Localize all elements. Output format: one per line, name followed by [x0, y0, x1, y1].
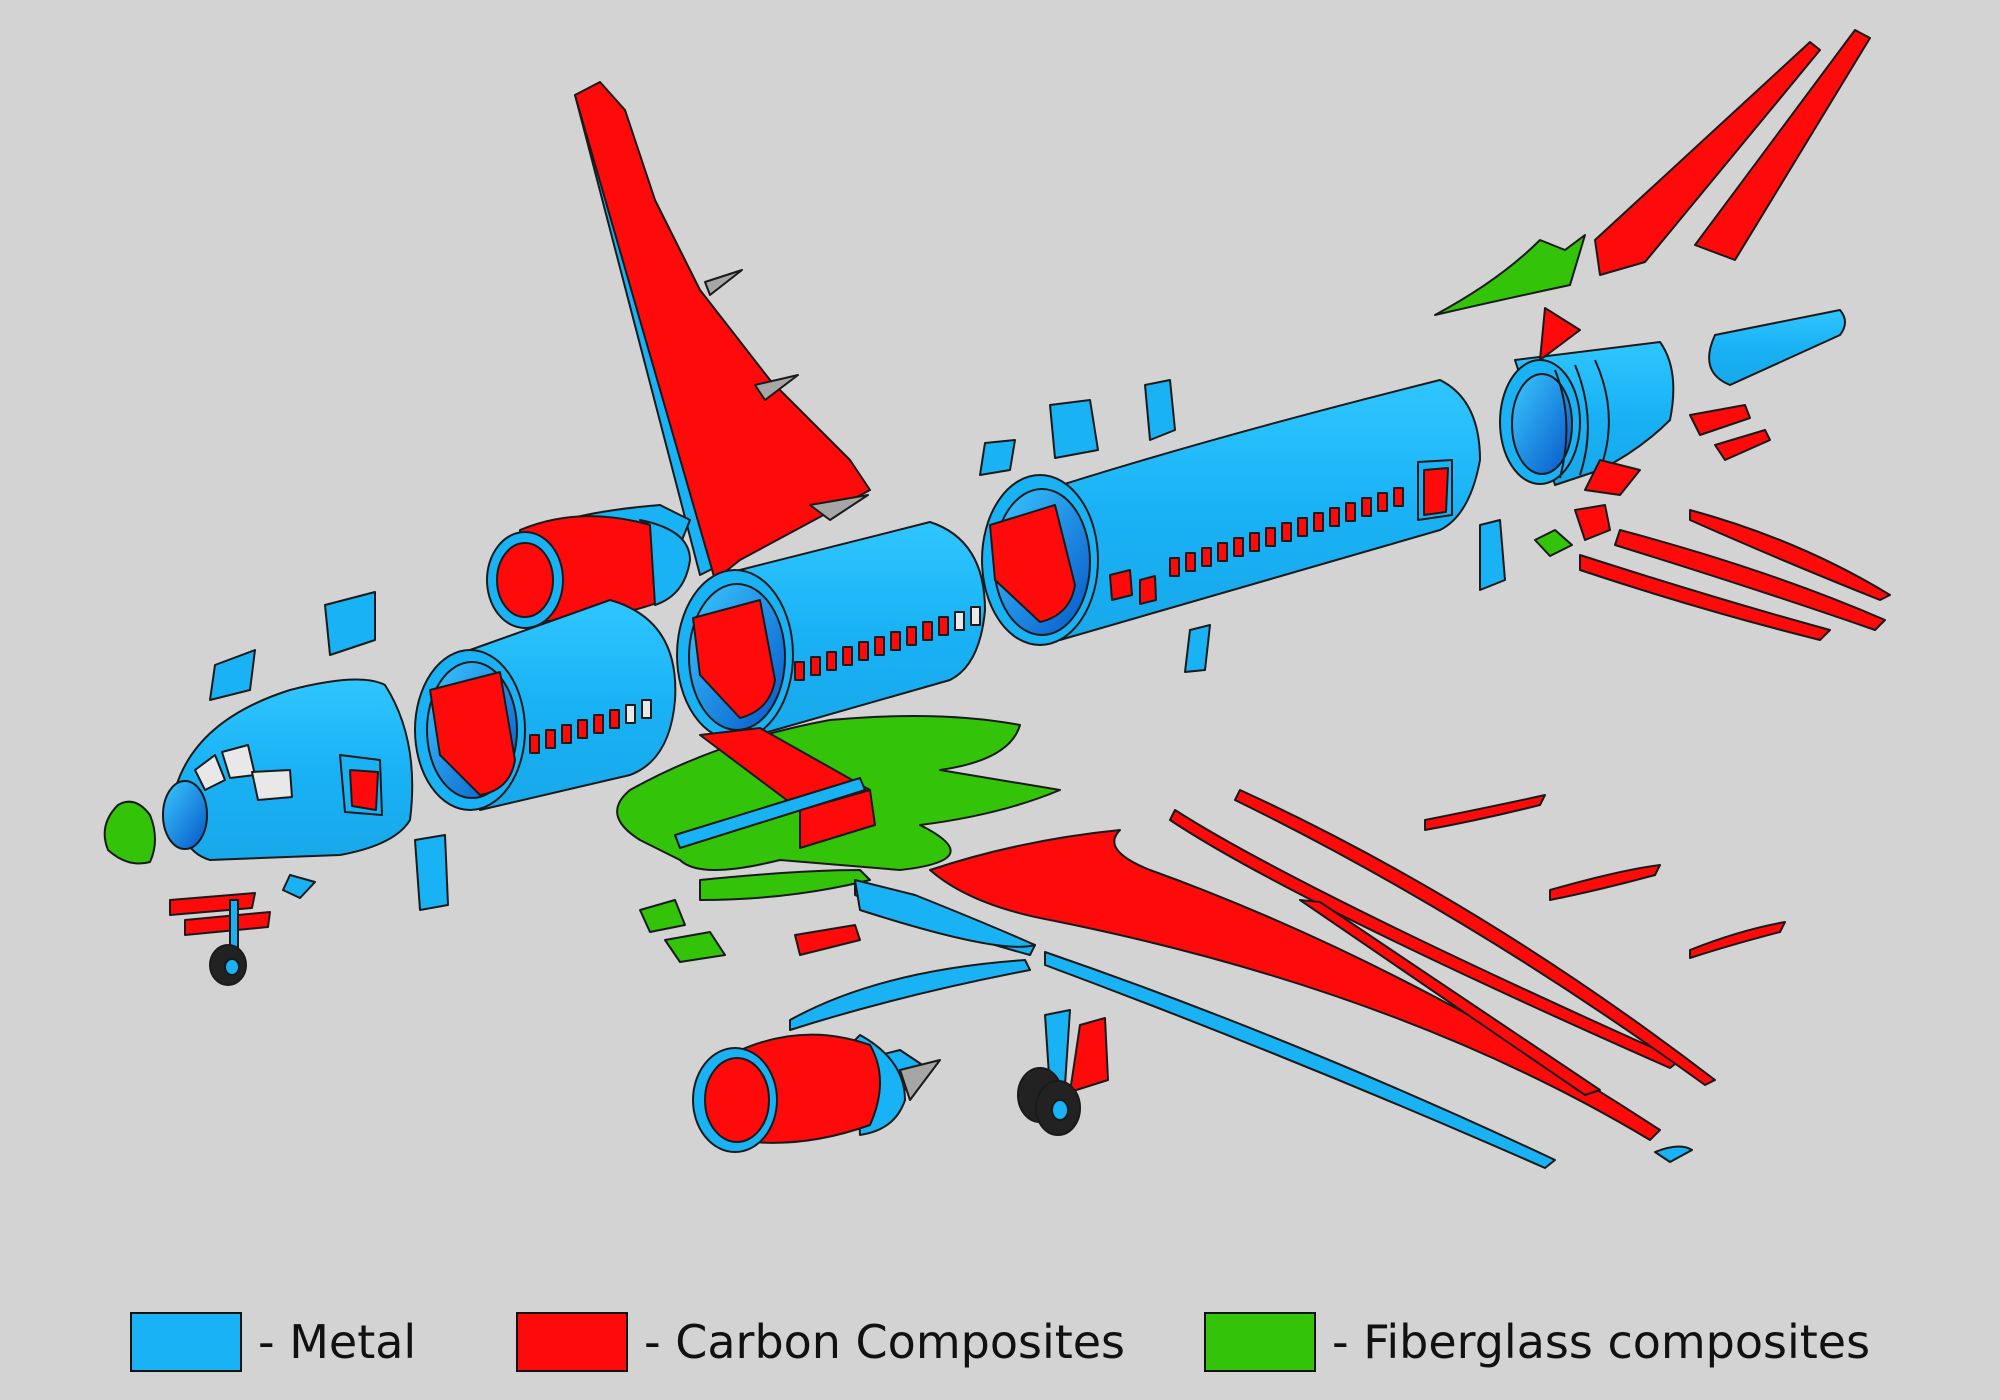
stab-skin-3: [1579, 554, 1831, 641]
tail-frame-1: [1554, 369, 1568, 479]
panel-d: [1144, 379, 1176, 441]
legend-swatch-fiberglass: [1204, 1312, 1316, 1372]
legend-label-carbon: - Carbon Composites: [644, 1315, 1126, 1369]
main-gear-hub: [1051, 1099, 1069, 1121]
stab-fiberglass-fairing: [1534, 529, 1573, 557]
legend-swatch-carbon: [516, 1312, 628, 1372]
right-wing: [794, 789, 1786, 1169]
left-engine-exhaust: [639, 519, 691, 606]
left-engine-intake: [496, 542, 554, 618]
horizontal-stabilizer: [1534, 404, 1891, 641]
stab-skin-1: [1689, 509, 1891, 601]
flap-fairing-1: [704, 269, 743, 296]
legend-label-fiberglass: - Fiberglass composites: [1332, 1315, 1871, 1369]
nose-fuselage: [174, 678, 414, 861]
nose-door: [349, 769, 379, 811]
elevator-upper-1: [1689, 404, 1751, 436]
fuselage-section-4: [981, 379, 1481, 646]
tail-frame-3: [1594, 359, 1610, 471]
floating-metal-panels: [209, 379, 1506, 911]
center-wing-box: [674, 727, 876, 849]
left-wing-skin: [574, 81, 871, 581]
main-gear: [1017, 1009, 1109, 1136]
left-engine: [486, 504, 691, 629]
belly-panel-1: [639, 899, 686, 933]
exploded-aircraft-diagram: [103, 29, 1891, 1169]
panel-e: [979, 439, 1016, 476]
material-legend: - Metal - Carbon Composites - Fiberglass…: [0, 1300, 2000, 1380]
right-wing-spoiler-2: [1549, 864, 1661, 901]
tail-cap-red: [1539, 307, 1581, 361]
section-3-floor: [692, 599, 776, 719]
left-wing: [574, 81, 871, 581]
fin-tip-fairing: [1434, 234, 1586, 316]
panel-a: [324, 591, 376, 656]
right-wing-flap-1: [1169, 809, 1681, 1069]
panel-c: [1049, 399, 1099, 459]
radome: [103, 800, 156, 865]
panel-h: [1184, 624, 1211, 673]
section-2-floor: [429, 671, 516, 796]
tail-lower-red: [1584, 459, 1641, 496]
legend-item-carbon: - Carbon Composites: [516, 1310, 1125, 1374]
right-wing-aileron: [1299, 899, 1601, 1096]
flap-fairing-2: [754, 374, 799, 401]
panel-g: [282, 874, 316, 899]
belly-panel-2: [664, 931, 726, 963]
tail-frame-2: [1574, 364, 1589, 476]
right-engine-intake: [704, 1057, 770, 1143]
panel-i: [1479, 519, 1506, 591]
legend-swatch-metal: [130, 1312, 242, 1372]
section-2-windows: [529, 699, 652, 754]
cockpit-window-3: [251, 769, 293, 801]
fuselage-section-3: [676, 521, 986, 741]
panel-b: [209, 649, 256, 701]
slat-metal-lower: [789, 959, 1031, 1031]
apu-cone: [1708, 309, 1846, 386]
flap-fairing-3: [809, 494, 869, 521]
section-3-windows: [794, 606, 981, 681]
right-wing-flap-2: [1234, 789, 1716, 1086]
stab-skin-2: [1614, 529, 1886, 631]
section-4-floor: [989, 504, 1076, 623]
elevator-upper-2: [1714, 429, 1771, 461]
tail-section: [1499, 307, 1675, 496]
panel-f: [414, 834, 449, 911]
legend-item-fiberglass: - Fiberglass composites: [1204, 1310, 1870, 1374]
vertical-stabilizer: [1434, 29, 1871, 316]
right-wingtip: [1654, 1145, 1693, 1163]
legend-label-metal: - Metal: [258, 1315, 417, 1369]
right-wing-spoiler-3: [1689, 921, 1786, 959]
cockpit-window-1: [194, 754, 226, 791]
belly-fairing-strip: [699, 869, 871, 901]
stab-root-red: [1574, 504, 1611, 541]
nose-section: [103, 678, 414, 865]
right-engine: [692, 1033, 941, 1153]
nose-gear-door-1: [169, 892, 256, 916]
tail-section-bulkhead: [1511, 373, 1573, 475]
legend-item-metal: - Metal: [130, 1310, 416, 1374]
right-wing-red-panel: [794, 924, 861, 956]
right-wing-spoiler-1: [1424, 794, 1546, 831]
section-4-windows: [1169, 487, 1404, 577]
section-4-door-left: [1109, 569, 1133, 601]
right-wing-leading-edge: [1044, 951, 1556, 1169]
section-4-body: [1029, 379, 1481, 641]
nose-cap: [162, 780, 208, 850]
rudder: [1694, 29, 1871, 261]
nose-gear-door-2: [184, 911, 271, 936]
main-gear-door: [1069, 1017, 1109, 1093]
fuselage-section-2: [414, 599, 677, 811]
section-4-door-left-2: [1139, 575, 1157, 605]
section-4-aft-door: [1423, 467, 1449, 516]
flap-track-fairing-metal: [854, 879, 1036, 948]
right-engine-exhaust-cone: [899, 1059, 941, 1101]
nose-gear-hub: [224, 958, 240, 976]
keel-beam: [674, 777, 866, 849]
nose-gear: [169, 892, 271, 986]
vertical-fin: [1594, 41, 1821, 276]
